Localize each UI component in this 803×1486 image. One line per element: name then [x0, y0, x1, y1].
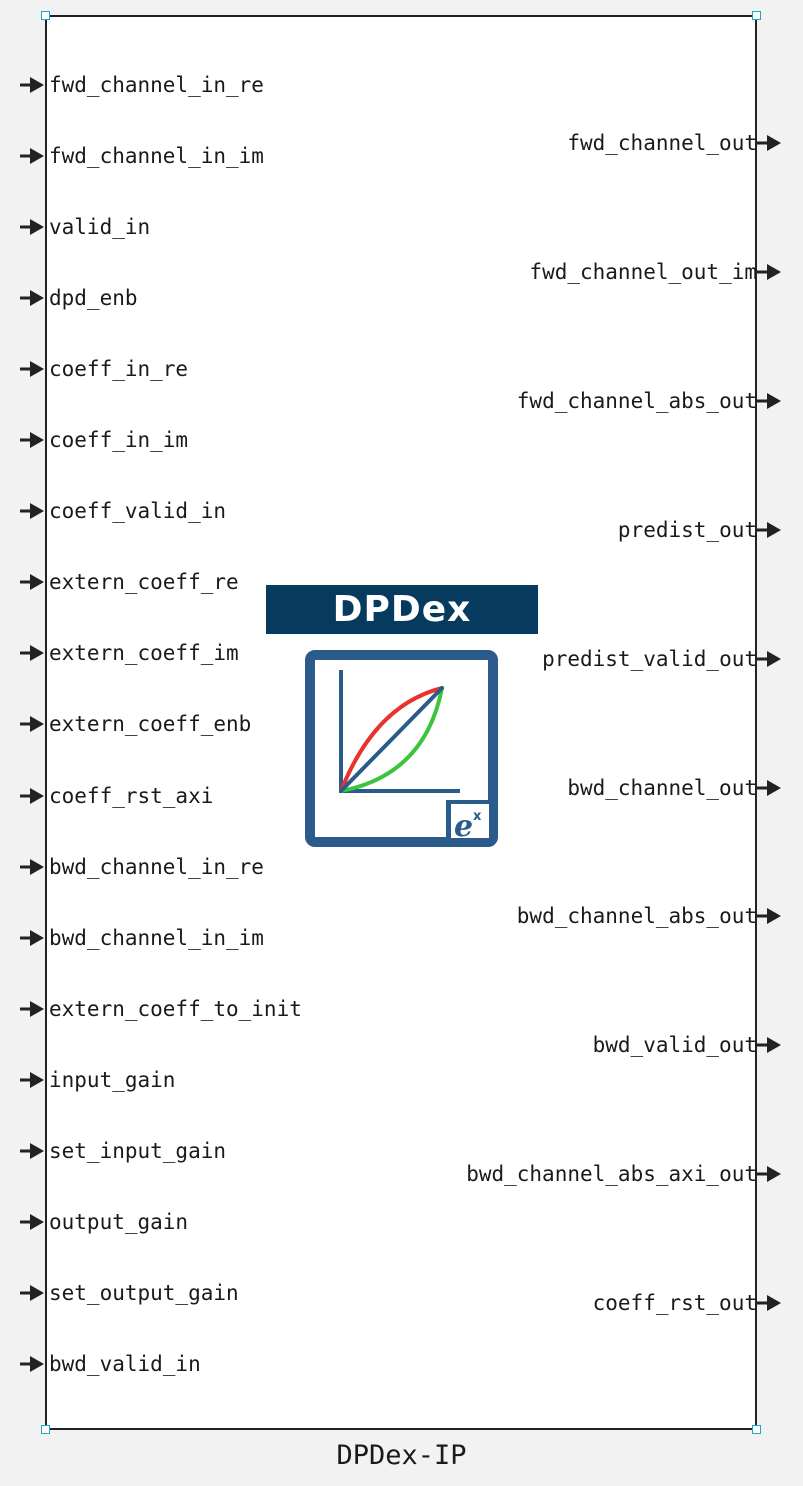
output-port[interactable]: bwd_channel_abs_axi_out — [466, 1162, 781, 1186]
arrow-right-icon — [757, 264, 781, 280]
svg-text:x: x — [473, 809, 482, 824]
arrow-right-icon — [757, 651, 781, 667]
input-port-label: bwd_channel_in_re — [49, 855, 264, 879]
arrow-right-icon — [20, 716, 44, 732]
output-port[interactable]: predist_out — [618, 518, 781, 542]
input-port[interactable]: output_gain — [20, 1210, 188, 1234]
output-port[interactable]: fwd_channel_out_im — [529, 260, 781, 284]
arrow-right-icon — [20, 1214, 44, 1230]
selection-handle-bottom-left[interactable] — [41, 1425, 50, 1434]
input-port[interactable]: bwd_channel_in_re — [20, 855, 264, 879]
output-port-label: fwd_channel_abs_out — [516, 389, 757, 413]
input-port-label: valid_in — [49, 215, 151, 239]
input-port[interactable]: set_input_gain — [20, 1139, 226, 1163]
output-port-label: coeff_rst_out — [592, 1291, 757, 1315]
arrow-right-icon — [757, 1166, 781, 1182]
input-port-label: extern_coeff_re — [49, 570, 239, 594]
arrow-right-icon — [20, 290, 44, 306]
input-port-label: extern_coeff_to_init — [49, 997, 302, 1021]
output-port[interactable]: coeff_rst_out — [593, 1291, 781, 1315]
output-port-label: bwd_valid_out — [592, 1033, 757, 1057]
output-port[interactable]: fwd_channel_out — [567, 131, 781, 155]
arrow-right-icon — [20, 1143, 44, 1159]
input-port[interactable]: fwd_channel_in_re — [20, 73, 264, 97]
arrow-right-icon — [757, 393, 781, 409]
selection-handle-top-right[interactable] — [752, 11, 761, 20]
arrow-right-icon — [757, 1037, 781, 1053]
svg-text:e: e — [454, 809, 473, 844]
output-port-label: fwd_channel_out_im — [529, 260, 757, 284]
arrow-right-icon — [20, 1001, 44, 1017]
output-port[interactable]: bwd_valid_out — [593, 1033, 781, 1057]
input-port-label: output_gain — [49, 1210, 189, 1234]
arrow-right-icon — [757, 780, 781, 796]
input-port[interactable]: valid_in — [20, 215, 150, 239]
output-port-label: bwd_channel_abs_out — [516, 904, 757, 928]
ex-badge-icon: e x — [446, 800, 493, 844]
arrow-right-icon — [20, 361, 44, 377]
output-port-label: predist_valid_out — [542, 647, 757, 671]
input-port-label: input_gain — [49, 1068, 176, 1092]
input-port[interactable]: bwd_valid_in — [20, 1352, 201, 1376]
arrow-right-icon — [20, 503, 44, 519]
arrow-right-icon — [20, 1072, 44, 1088]
arrow-right-icon — [20, 645, 44, 661]
arrow-right-icon — [757, 522, 781, 538]
output-port-label: predist_out — [617, 518, 757, 542]
arrow-right-icon — [20, 1356, 44, 1372]
arrow-right-icon — [20, 219, 44, 235]
output-port[interactable]: bwd_channel_abs_out — [517, 904, 781, 928]
input-port-label: bwd_valid_in — [49, 1352, 201, 1376]
arrow-right-icon — [20, 77, 44, 93]
arrow-right-icon — [20, 148, 44, 164]
input-port[interactable]: dpd_enb — [20, 286, 138, 310]
input-port[interactable]: bwd_channel_in_im — [20, 926, 264, 950]
input-port[interactable]: extern_coeff_enb — [20, 712, 251, 736]
input-port-label: dpd_enb — [49, 286, 138, 310]
logo-title: DPDex — [332, 589, 472, 630]
input-port-label: bwd_channel_in_im — [49, 926, 264, 950]
input-port[interactable]: set_output_gain — [20, 1281, 239, 1305]
input-port[interactable]: input_gain — [20, 1068, 175, 1092]
input-port-label: extern_coeff_im — [49, 641, 239, 665]
input-port[interactable]: coeff_rst_axi — [20, 784, 213, 808]
arrow-right-icon — [20, 574, 44, 590]
output-port-label: bwd_channel_out — [567, 776, 757, 800]
input-port[interactable]: extern_coeff_to_init — [20, 997, 302, 1021]
input-port-label: coeff_rst_axi — [49, 784, 214, 808]
arrow-right-icon — [757, 135, 781, 151]
input-port[interactable]: extern_coeff_im — [20, 641, 239, 665]
input-port-label: coeff_in_re — [49, 357, 189, 381]
input-port-label: fwd_channel_in_im — [49, 144, 264, 168]
selection-handle-top-left[interactable] — [41, 11, 50, 20]
arrow-right-icon — [20, 930, 44, 946]
arrow-right-icon — [20, 1285, 44, 1301]
input-port[interactable]: coeff_in_re — [20, 357, 188, 381]
arrow-right-icon — [20, 859, 44, 875]
input-port[interactable]: coeff_in_im — [20, 428, 188, 452]
input-port[interactable]: coeff_valid_in — [20, 499, 226, 523]
block-name-label: DPDex-IP — [336, 1440, 467, 1471]
output-port[interactable]: predist_valid_out — [542, 647, 781, 671]
output-port-label: fwd_channel_out — [567, 131, 757, 155]
logo-banner: DPDex — [266, 585, 538, 634]
input-port-label: set_output_gain — [49, 1281, 239, 1305]
input-port[interactable]: fwd_channel_in_im — [20, 144, 264, 168]
input-port-label: set_input_gain — [49, 1139, 227, 1163]
output-port[interactable]: fwd_channel_abs_out — [517, 389, 781, 413]
arrow-right-icon — [757, 1295, 781, 1311]
output-port[interactable]: bwd_channel_out — [567, 776, 781, 800]
arrow-right-icon — [757, 908, 781, 924]
arrow-right-icon — [20, 432, 44, 448]
input-port-label: coeff_in_im — [49, 428, 189, 452]
input-port-label: coeff_valid_in — [49, 499, 227, 523]
arrow-right-icon — [20, 788, 44, 804]
input-port[interactable]: extern_coeff_re — [20, 570, 239, 594]
predistortion-curve-icon: e x — [305, 650, 498, 847]
output-port-label: bwd_channel_abs_axi_out — [466, 1162, 757, 1186]
input-port-label: fwd_channel_in_re — [49, 73, 264, 97]
input-port-label: extern_coeff_enb — [49, 712, 252, 736]
selection-handle-bottom-right[interactable] — [752, 1425, 761, 1434]
